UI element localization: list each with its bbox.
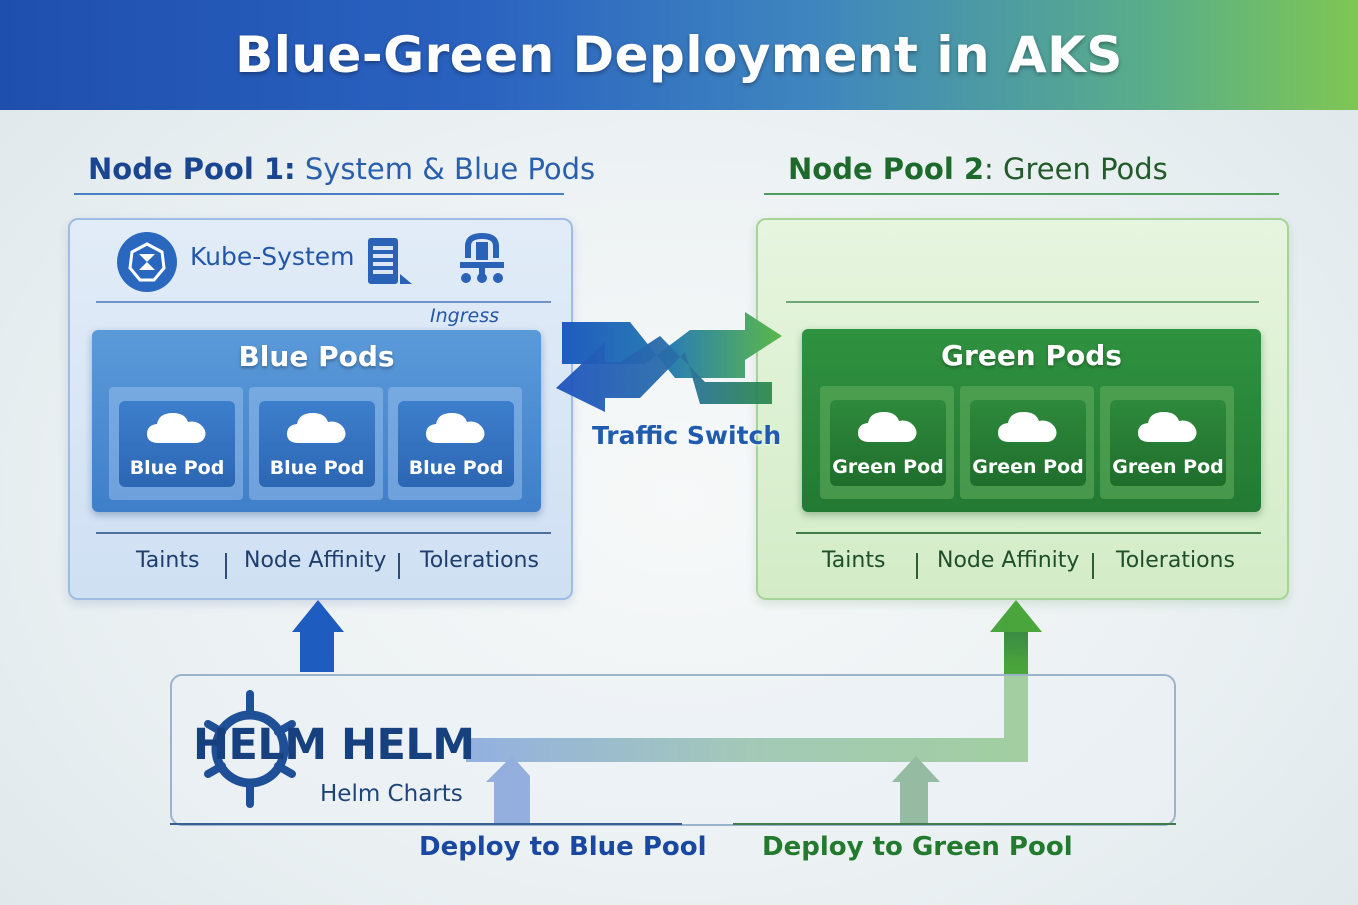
- pool2-heading-rest: : Green Pods: [984, 152, 1168, 186]
- document-icon: [366, 236, 414, 292]
- cloud-icon: [858, 412, 917, 442]
- cloud-icon: [998, 412, 1057, 442]
- pool1-heading-rule: [74, 193, 564, 195]
- green-pod-label: Green Pod: [972, 456, 1084, 478]
- traffic-switch-arrow-right: [562, 312, 782, 378]
- blue-pod-cell: Blue Pod: [249, 387, 383, 500]
- pool2-taints: Taints: [822, 548, 886, 573]
- deploy-green-underline: [733, 823, 1176, 825]
- pool2-heading: Node Pool 2: Green Pods: [788, 152, 1168, 186]
- pool2-heading-rule: [764, 193, 1279, 195]
- title-banner: Blue-Green Deployment in AKS: [0, 0, 1358, 110]
- ingress-label: Ingress: [430, 305, 500, 327]
- blue-pod-cell: Blue Pod: [109, 387, 243, 500]
- up-arrow-blue: [292, 600, 344, 672]
- green-pod-cell: Green Pod: [820, 386, 954, 499]
- pool1-node-affinity: Node Affinity: [244, 548, 387, 573]
- page-title: Blue-Green Deployment in AKS: [235, 26, 1123, 84]
- helm-charts-label: Helm Charts: [320, 781, 463, 807]
- cloud-icon: [1138, 412, 1197, 442]
- blue-pod-card[interactable]: Blue Pod: [398, 401, 514, 487]
- green-pod-cell: Green Pod: [960, 386, 1094, 499]
- helm-logo-text: HELM: [193, 720, 327, 770]
- green-pod-card[interactable]: Green Pod: [830, 400, 946, 486]
- pipe-divider: [916, 553, 918, 579]
- blue-pod-card[interactable]: Blue Pod: [119, 401, 235, 487]
- blue-pods-panel: Blue Pods Blue Pod Blue Pod Blue Pod: [92, 330, 541, 512]
- helm-wordmark-text: HELM: [341, 720, 475, 770]
- pipe-divider: [398, 553, 400, 579]
- pool1-bottom-divider: [96, 532, 551, 534]
- helm-box: [170, 674, 1176, 826]
- green-pod-card[interactable]: Green Pod: [1110, 400, 1226, 486]
- pool2-heading-bold: Node Pool 2: [788, 152, 985, 186]
- blue-pod-cell: Blue Pod: [388, 387, 522, 500]
- blue-pod-card[interactable]: Blue Pod: [259, 401, 375, 487]
- up-arrow-green-shade: [1004, 632, 1028, 668]
- pool1-taints: Taints: [136, 548, 200, 573]
- cloud-icon: [147, 413, 206, 443]
- pool2-bottom-divider: [796, 532, 1261, 534]
- cloud-icon: [287, 413, 346, 443]
- traffic-switch-label: Traffic Switch: [592, 421, 782, 450]
- green-pod-label: Green Pod: [832, 456, 944, 478]
- green-pod-cell: Green Pod: [1100, 386, 1234, 499]
- deploy-to-green-label: Deploy to Green Pool: [762, 832, 1073, 862]
- green-pods-title: Green Pods: [941, 339, 1122, 372]
- pool1-heading: Node Pool 1: System & Blue Pods: [88, 152, 595, 186]
- blue-pods-title: Blue Pods: [238, 340, 395, 373]
- blue-pod-label: Blue Pod: [269, 457, 365, 479]
- kubernetes-icon: [117, 232, 177, 292]
- blue-pod-label: Blue Pod: [408, 457, 504, 479]
- pool1-heading-bold: Node Pool 1:: [88, 152, 296, 186]
- helm-wordmark: HELM HELM: [193, 720, 475, 770]
- deploy-blue-underline: [170, 823, 682, 825]
- blue-pod-label: Blue Pod: [129, 457, 225, 479]
- traffic-switch-arrow-left: [556, 336, 772, 412]
- cloud-icon: [426, 413, 485, 443]
- pool2-tolerations: Tolerations: [1116, 548, 1235, 573]
- kube-system-label: Kube-System: [190, 242, 355, 271]
- green-pods-panel: Green Pods Green Pod Green Pod Green Pod: [802, 329, 1261, 512]
- pool2-node-affinity: Node Affinity: [937, 548, 1080, 573]
- pipe-divider: [1092, 553, 1094, 579]
- green-pod-card[interactable]: Green Pod: [970, 400, 1086, 486]
- deploy-to-blue-label: Deploy to Blue Pool: [419, 832, 707, 862]
- pipe-divider: [225, 553, 227, 579]
- green-pod-label: Green Pod: [1112, 456, 1224, 478]
- pool1-tolerations: Tolerations: [420, 548, 539, 573]
- ingress-icon: [456, 232, 508, 292]
- pool1-heading-rest: System & Blue Pods: [295, 152, 596, 186]
- pool1-top-divider: [96, 301, 551, 303]
- helm-wheel-icon: [204, 690, 296, 808]
- pool2-top-divider: [786, 301, 1259, 303]
